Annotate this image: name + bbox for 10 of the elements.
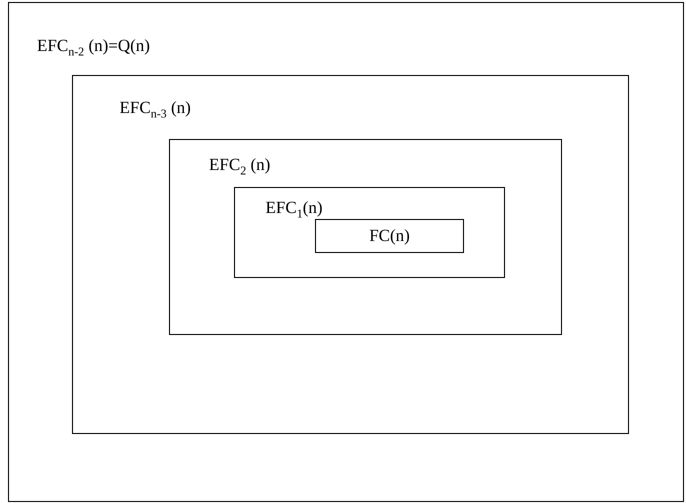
nested-box bbox=[169, 139, 562, 335]
nested-box bbox=[8, 2, 684, 502]
box-label: EFC$_{1}$(n) bbox=[266, 198, 323, 220]
inner-box bbox=[315, 219, 464, 253]
box-label: EFC$_{n-3}$ (n) bbox=[120, 98, 191, 120]
nested-box bbox=[234, 186, 504, 278]
nested-box bbox=[72, 74, 628, 434]
box-label: EFC$_{2}$ (n) bbox=[209, 155, 270, 178]
box-label: FC(n) bbox=[369, 226, 410, 246]
box-label: EFC$_{n-2}$ (n)=Q(n) bbox=[37, 36, 150, 59]
